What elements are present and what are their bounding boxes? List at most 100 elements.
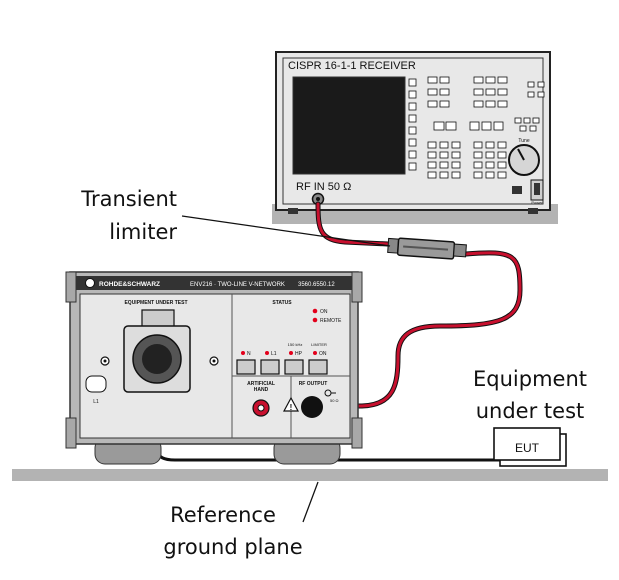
lisn-brand: ROHDE&SCHWARZ [99,281,160,288]
btn-hp-label: HP [295,351,303,357]
btn-n-label: N [247,351,251,357]
receiver-key[interactable] [469,121,480,131]
receiver-key[interactable] [427,161,437,169]
receiver-key[interactable] [427,100,438,108]
receiver-key[interactable] [473,151,483,159]
transient-limiter [387,237,467,260]
eut-section-label: EQUIPMENT UNDER TEST [124,300,187,306]
receiver-key[interactable] [427,141,437,149]
limiter-callout-line [181,215,391,247]
lisn-model: ENV216 · TWO-LINE V-NETWORK [190,282,285,288]
receiver-key[interactable] [473,141,483,149]
button-limiter[interactable] [308,359,328,375]
receiver-key[interactable] [427,88,438,96]
receiver-key[interactable] [439,100,450,108]
receiver-key[interactable] [439,161,449,169]
receiver-key[interactable] [427,76,438,84]
receiver-key[interactable] [485,88,496,96]
led-remote-label: REMOTE [320,318,342,324]
receiver-softkeys [408,78,417,171]
receiver-key[interactable] [514,117,522,124]
receiver-key[interactable] [485,161,495,169]
receiver-key[interactable] [427,151,437,159]
eut-label-line2: under test [475,399,585,423]
receiver-key[interactable] [497,88,508,96]
receiver-key[interactable] [497,76,508,84]
eut-label-line1: Equipment [473,367,587,391]
ground-callout-line [302,481,319,523]
receiver-key[interactable] [451,171,461,179]
warning-icon [282,396,300,412]
receiver-key[interactable] [527,81,535,88]
btn-l1-label: L1 [271,351,277,357]
led-remote [312,317,318,323]
btn-150khz-label: 150 kHz [288,342,303,347]
btn-limiter-label: LIMITER [311,342,327,347]
softkey-button[interactable] [408,138,417,147]
receiver-key[interactable] [537,91,545,98]
receiver-key[interactable] [451,151,461,159]
ground-key[interactable] [85,375,107,393]
lisn-serial: 3560.6550.12 [298,282,335,288]
softkey-button[interactable] [408,162,417,171]
receiver-key[interactable] [497,171,507,179]
receiver-key[interactable] [427,171,437,179]
softkey-button[interactable] [408,114,417,123]
receiver-key[interactable] [473,76,484,84]
softkey-button[interactable] [408,78,417,87]
receiver-key[interactable] [493,121,504,131]
receiver-key[interactable] [497,141,507,149]
ground-label-line2: ground plane [163,535,303,559]
receiver-key[interactable] [485,76,496,84]
receiver-key[interactable] [523,117,531,124]
limiter-label-line1: Transient [81,187,177,211]
softkey-button[interactable] [408,150,417,159]
eut-box-label: EUT [515,441,540,455]
receiver-key[interactable] [485,171,495,179]
receiver-key[interactable] [433,121,445,131]
button-n[interactable] [236,359,256,375]
receiver-key[interactable] [445,121,457,131]
artificial-hand-label-2: HAND [254,387,269,393]
softkey-button[interactable] [408,90,417,99]
receiver-key[interactable] [439,151,449,159]
receiver-key[interactable] [439,141,449,149]
tune-label: Tune [518,138,529,144]
receiver-key[interactable] [439,171,449,179]
button-l1[interactable] [260,359,280,375]
status-label: STATUS [272,300,292,306]
cable-receiver-to-limiter [316,202,390,246]
receiver-key[interactable] [451,141,461,149]
receiver-key[interactable] [473,88,484,96]
rf-output-connector[interactable] [301,396,323,418]
softkey-button[interactable] [408,102,417,111]
receiver-key[interactable] [473,161,483,169]
receiver-key[interactable] [519,125,527,132]
receiver-key[interactable] [485,100,496,108]
receiver-key[interactable] [473,171,483,179]
receiver-key[interactable] [532,117,540,124]
receiver-keypad [427,76,545,179]
receiver-key[interactable] [473,100,484,108]
receiver-key[interactable] [529,125,537,132]
receiver-key[interactable] [439,88,450,96]
softkey-button[interactable] [408,126,417,135]
button-hp[interactable] [284,359,304,375]
ground-plane [12,469,608,481]
ground-label-line1: Reference [170,503,276,527]
receiver-key[interactable] [527,91,535,98]
receiver-key[interactable] [481,121,492,131]
eut-device: EUT [493,427,567,467]
receiver-key[interactable] [451,161,461,169]
receiver-key[interactable] [439,76,450,84]
receiver-key[interactable] [485,141,495,149]
receiver-key[interactable] [497,161,507,169]
lisn-unit: ROHDE&SCHWARZ ENV216 · TWO-LINE V-NETWOR… [65,271,363,465]
cable-limiter-to-lisn [324,251,522,408]
receiver-key[interactable] [497,100,508,108]
receiver-key[interactable] [485,151,495,159]
receiver-key[interactable] [537,81,545,88]
receiver-key[interactable] [497,151,507,159]
